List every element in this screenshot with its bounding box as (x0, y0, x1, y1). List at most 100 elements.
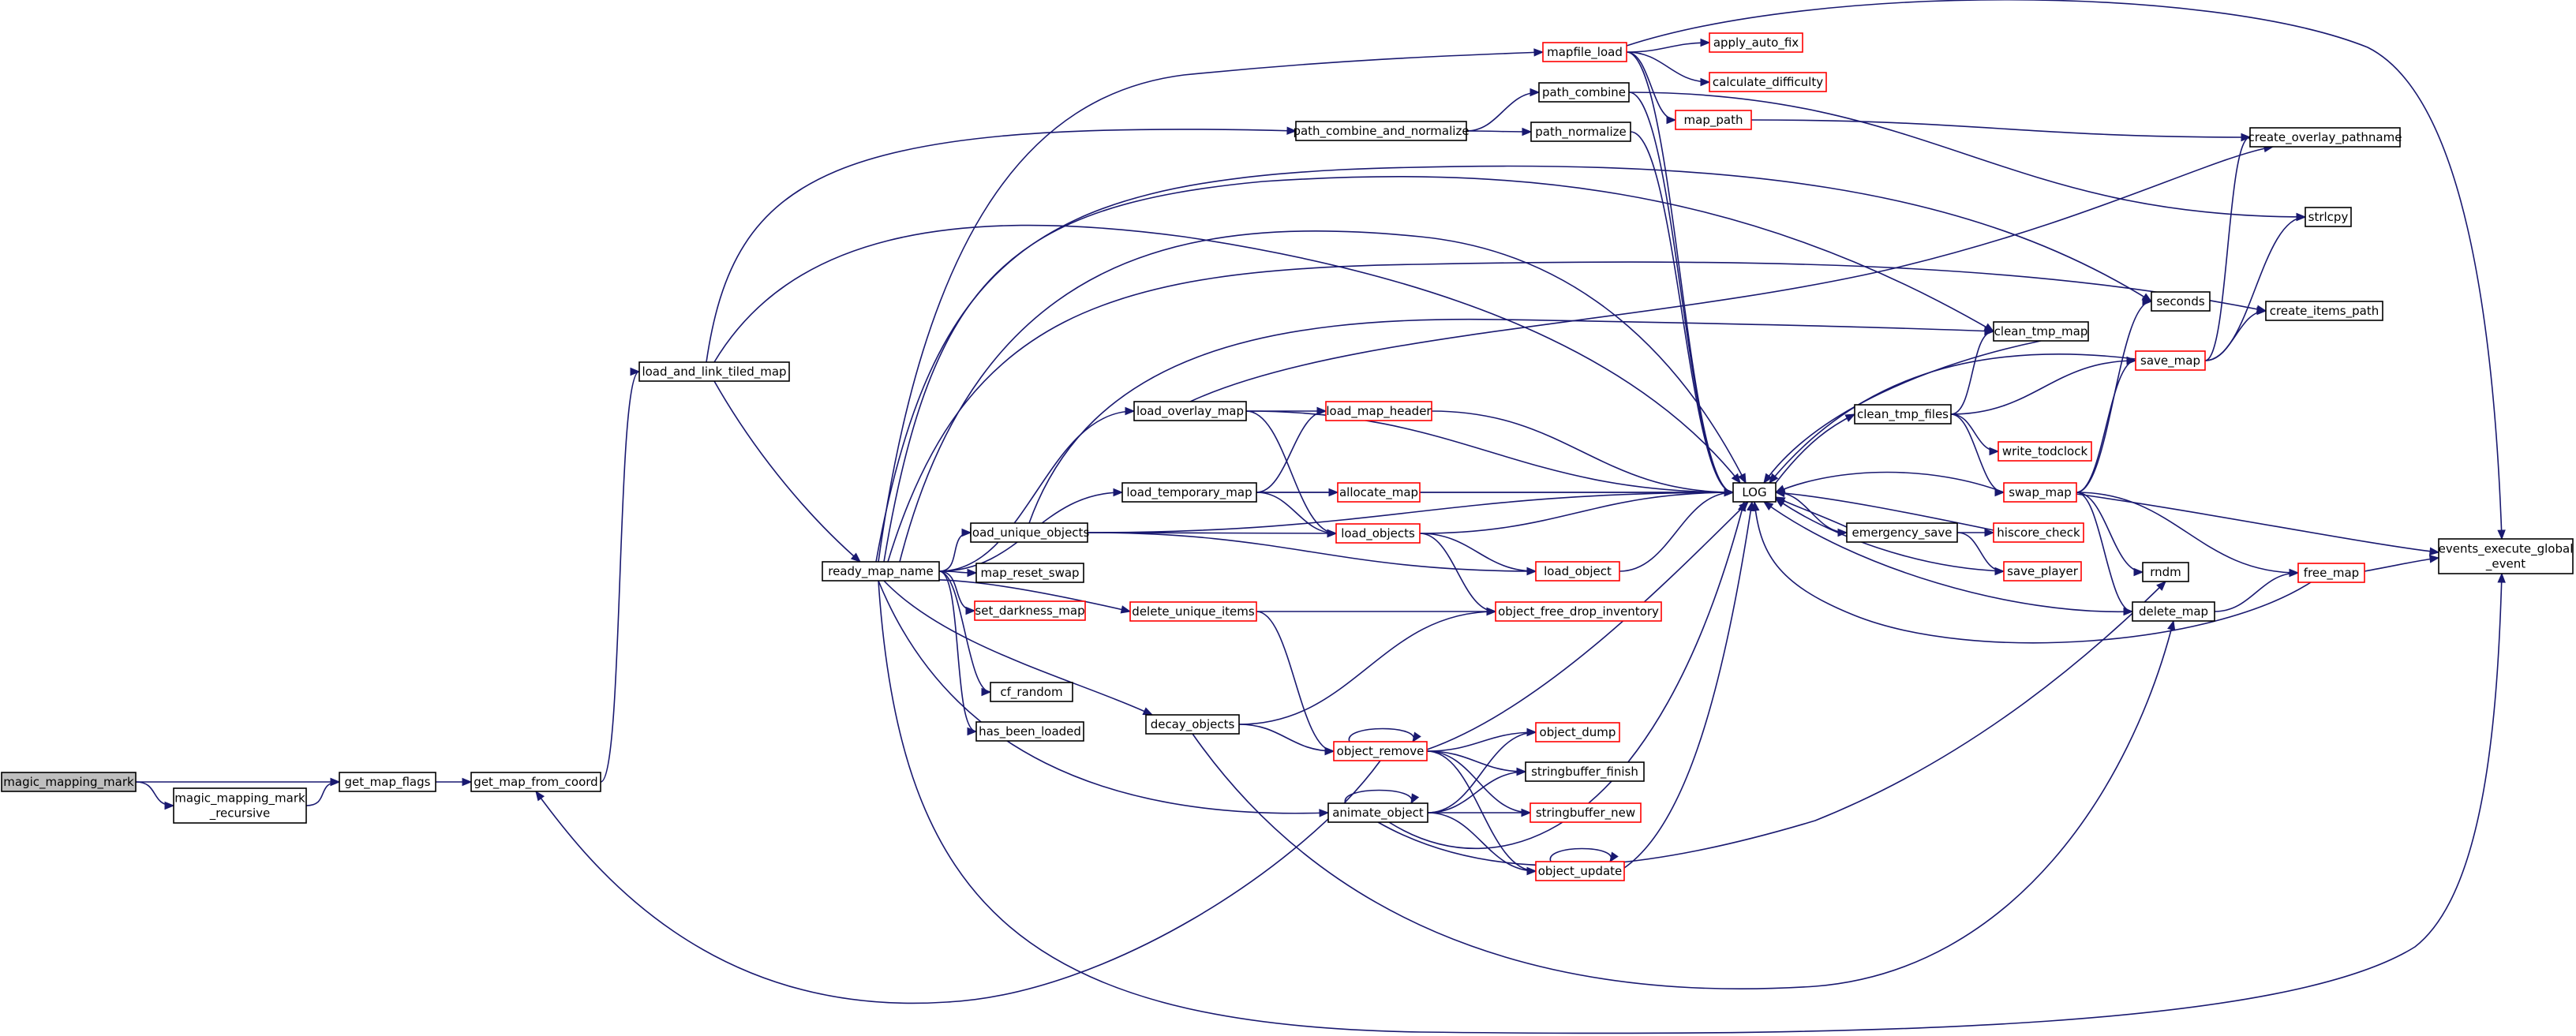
node-delete-unique-items[interactable]: delete_unique_items (1129, 601, 1257, 622)
node-clean-tmp-files[interactable]: clean_tmp_files (1854, 404, 1952, 424)
node-LOG[interactable]: LOG (1732, 482, 1777, 503)
node-seconds[interactable]: seconds (2151, 291, 2211, 312)
node-map-path[interactable]: map_path (1675, 110, 1752, 130)
call-edge (1774, 471, 2005, 493)
call-edge (1256, 607, 1497, 616)
node-emergency-save[interactable]: emergency_save (1846, 522, 1958, 543)
edge-line (1419, 533, 1537, 572)
node-box (1327, 802, 1428, 823)
node-box (1133, 401, 1247, 421)
edge-line (938, 410, 1135, 572)
edge-line (938, 570, 977, 732)
node-create-items-path[interactable]: create_items_path (2265, 301, 2383, 321)
node-swap-map[interactable]: swap_map (2003, 482, 2077, 503)
edge-line (883, 580, 1153, 716)
node-load-map-header[interactable]: load_map_header (1325, 401, 1432, 421)
edge-line (1427, 812, 1537, 872)
node-cf-random[interactable]: cf_random (990, 682, 1073, 702)
call-edge (713, 380, 861, 563)
node-object-dump[interactable]: object_dump (1535, 722, 1620, 742)
node-events-execute-global-event[interactable]: events_execute_global_event (2438, 538, 2574, 574)
call-edge (938, 568, 978, 578)
edge-line (1626, 51, 1710, 83)
node-magic-mapping-mark-recursive[interactable]: magic_mapping_mark_recursive (173, 787, 307, 824)
node-set-darkness-map[interactable]: set_darkness_map (974, 600, 1086, 621)
node-map-reset-swap[interactable]: map_reset_swap (975, 563, 1084, 583)
node-free-map[interactable]: free_map (2297, 563, 2365, 583)
node-apply-auto-fix[interactable]: apply_auto_fix (1709, 32, 1803, 53)
node-create-overlay-pathname[interactable]: create_overlay_pathname (2248, 127, 2402, 148)
node-animate-object[interactable]: animate_object (1327, 802, 1428, 823)
edge-line (1087, 532, 1537, 572)
call-edge (1256, 406, 1327, 493)
call-edge (2214, 568, 2300, 612)
call-edge (1956, 528, 1995, 537)
node-object-update[interactable]: object_update (1535, 861, 1625, 881)
node-load-unique-objects[interactable]: load_unique_objects (969, 522, 1090, 543)
node-label: seconds (2156, 294, 2204, 309)
edge-line (1626, 51, 1676, 121)
edge-line (1950, 331, 1994, 415)
node-get-map-flags[interactable]: get_map_flags (339, 772, 436, 792)
node-save-map[interactable]: save_map (2135, 350, 2206, 371)
node-label: magic_mapping_mark (3, 775, 134, 790)
node-clean-tmp-map[interactable]: clean_tmp_map (1993, 321, 2089, 342)
edge-line (1245, 410, 1337, 534)
node-label: ready_map_name (828, 564, 934, 579)
node-strlcpy[interactable]: strlcpy (2305, 207, 2352, 227)
call-edge (435, 777, 473, 787)
edge-line (938, 570, 991, 693)
arrow-head-icon (2296, 212, 2307, 222)
call-edge (2076, 297, 2153, 493)
call-edge (878, 48, 1544, 563)
node-magic-mapping-mark[interactable]: magic_mapping_mark (1, 772, 137, 792)
node-calculate-difficulty[interactable]: calculate_difficulty (1709, 72, 1827, 92)
node-label: clean_tmp_map (1994, 324, 2088, 339)
node-mapfile-load[interactable]: mapfile_load (1542, 42, 1627, 62)
node-load-overlay-map[interactable]: load_overlay_map (1133, 401, 1247, 421)
edge-line (2076, 360, 2136, 493)
node-box (1145, 714, 1240, 735)
call-edge (1431, 410, 1735, 497)
node-save-player[interactable]: save_player (2003, 561, 2082, 582)
node-load-object[interactable]: load_object (1535, 561, 1620, 582)
node-hiscore-check[interactable]: hiscore_check (1993, 522, 2084, 543)
node-delete-map[interactable]: delete_map (2132, 601, 2215, 622)
call-edge (135, 777, 341, 787)
edge-line (1192, 620, 2174, 989)
node-box (2438, 538, 2574, 574)
call-edge (1256, 492, 1338, 538)
arrow-head-icon (1526, 727, 1537, 737)
node-path-combine-and-normalize[interactable]: path_combine_and_normalize (1293, 121, 1470, 141)
node-path-combine[interactable]: path_combine (1538, 82, 1630, 103)
node-ready-map-name[interactable]: ready_map_name (822, 561, 940, 582)
node-stringbuffer-finish[interactable]: stringbuffer_finish (1525, 761, 1645, 782)
call-edge (1245, 410, 1338, 538)
call-edge (1466, 127, 1533, 137)
node-stringbuffer-new[interactable]: stringbuffer_new (1530, 802, 1642, 823)
node-box (1, 772, 137, 792)
node-object-remove[interactable]: object_remove (1333, 741, 1428, 761)
edge-line (875, 165, 2152, 563)
call-edge (1623, 500, 1755, 869)
node-load-objects[interactable]: load_objects (1335, 523, 1421, 544)
node-get-map-from-coord[interactable]: get_map_from_coord (470, 772, 601, 792)
node-box (1709, 32, 1803, 53)
node-allocate-map[interactable]: allocate_map (1337, 482, 1421, 503)
edge-line (305, 781, 340, 806)
node-has-been-loaded[interactable]: has_been_loaded (975, 721, 1084, 742)
node-rndm[interactable]: rndm (2142, 562, 2189, 582)
node-write-todclock[interactable]: write_todclock (1998, 441, 2092, 462)
arrow-head-icon (981, 687, 992, 697)
call-edge (2076, 356, 2137, 493)
call-edge (1626, 38, 1711, 53)
node-load-temporary-map[interactable]: load_temporary_map (1121, 482, 1257, 503)
call-edge (1628, 92, 1735, 497)
node-box (975, 721, 1084, 742)
node-load-and-link-tiled-map[interactable]: load_and_link_tiled_map (638, 361, 790, 382)
node-object-free-drop-inventory[interactable]: object_free_drop_inventory (1495, 601, 1662, 622)
call-edge (1427, 767, 1527, 813)
node-box (1535, 861, 1625, 881)
node-decay-objects[interactable]: decay_objects (1145, 714, 1240, 735)
node-path-normalize[interactable]: path_normalize (1530, 122, 1631, 142)
